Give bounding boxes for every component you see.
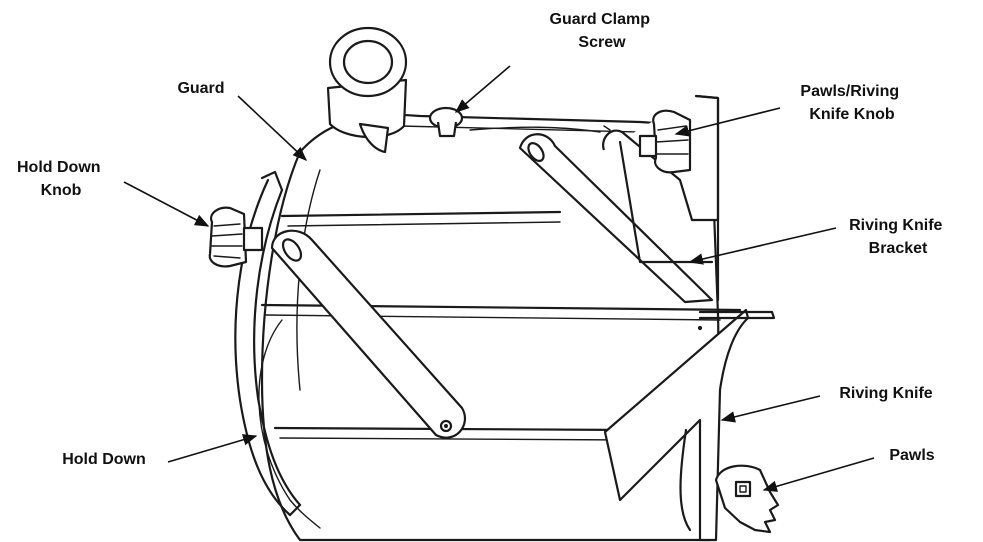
upper-link bbox=[518, 133, 714, 304]
dust-port bbox=[326, 26, 408, 154]
label-pawls: Pawls bbox=[889, 447, 934, 464]
pawls-part bbox=[714, 464, 780, 534]
riving-knife-part bbox=[603, 308, 776, 542]
label-guard-clamp-screw: Guard Clamp Screw bbox=[550, 11, 655, 51]
label-guard: Guard bbox=[177, 80, 224, 97]
leader-hold-down bbox=[167, 434, 258, 463]
guard-illustration bbox=[208, 26, 780, 542]
hold-down-knob bbox=[208, 206, 264, 268]
label-riving-knife: Riving Knife bbox=[839, 385, 932, 402]
label-riving-knife-bracket: Riving Knife Bracket bbox=[849, 217, 947, 257]
label-hold-down-knob: Hold Down Knob bbox=[17, 159, 105, 199]
leader-guard-clamp-screw bbox=[454, 65, 511, 113]
hold-down-arm-inner bbox=[253, 188, 302, 507]
label-pawls-riving-knife-knob: Pawls/Riving Knife Knob bbox=[800, 83, 903, 123]
label-hold-down: Hold Down bbox=[62, 451, 146, 468]
leader-pawls-riving-knife-knob bbox=[674, 107, 781, 137]
guard-rib-upper bbox=[280, 210, 562, 218]
pawls-riving-knife-knob bbox=[638, 109, 692, 174]
leader-guard bbox=[237, 95, 308, 161]
leader-riving-knife bbox=[720, 395, 821, 423]
leader-hold-down-knob bbox=[123, 181, 210, 227]
leader-riving-knife-bracket bbox=[688, 227, 837, 265]
lower-link bbox=[270, 229, 467, 439]
guard-clamp-screw bbox=[428, 106, 464, 138]
guard-body bbox=[260, 113, 720, 542]
leader-pawls bbox=[762, 457, 875, 492]
